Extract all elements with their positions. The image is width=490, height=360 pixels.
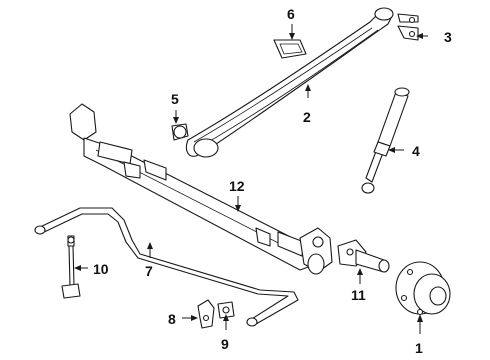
callout-9: 9 (221, 336, 229, 352)
callout-3: 3 (444, 29, 452, 45)
stabilizer-bar (34, 207, 299, 327)
leader-lines (74, 24, 428, 334)
callout-6: 6 (287, 6, 295, 22)
callout-8: 8 (168, 311, 176, 327)
callout-labels: 1 2 3 4 5 6 7 8 9 10 11 12 (93, 6, 452, 356)
callout-11: 11 (351, 287, 366, 303)
hub-bearing (395, 261, 451, 316)
callout-1: 1 (415, 340, 423, 356)
stabilizer-link (61, 235, 81, 299)
callout-12: 12 (229, 178, 245, 194)
shock-absorber (361, 87, 410, 194)
spring-bushing (171, 123, 189, 141)
spindle (337, 239, 390, 273)
spring-shackle (397, 13, 419, 41)
callout-4: 4 (412, 143, 420, 159)
stabilizer-bracket (197, 299, 215, 329)
callout-5: 5 (171, 91, 179, 107)
callout-10: 10 (93, 261, 109, 277)
callout-7: 7 (145, 263, 153, 279)
leaf-spring (185, 7, 394, 158)
stabilizer-bushing (217, 301, 235, 319)
rear-axle-beam (69, 103, 333, 275)
callout-2: 2 (303, 109, 311, 125)
spring-pad (273, 39, 307, 59)
